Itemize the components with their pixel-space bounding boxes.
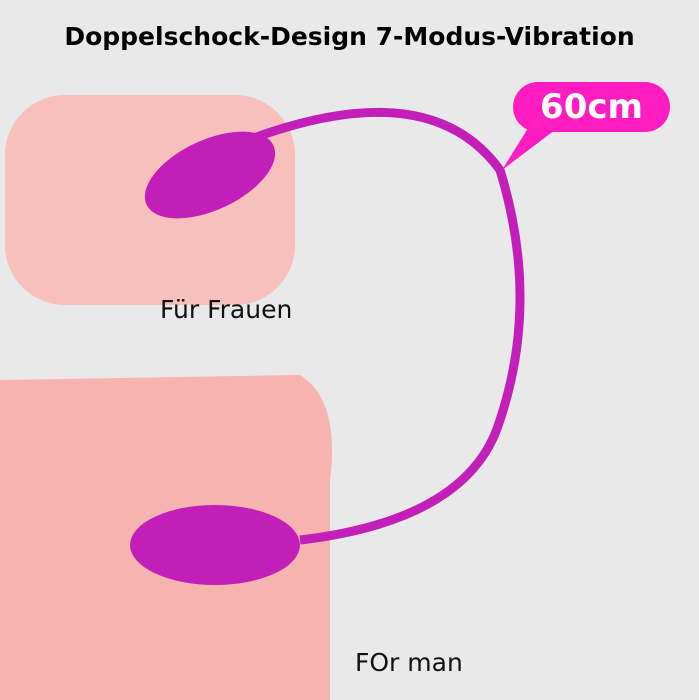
device-top <box>144 131 276 219</box>
cable <box>198 107 525 545</box>
length-badge: 60cm <box>513 82 670 132</box>
label-top: Für Frauen <box>160 295 293 324</box>
page-title: Doppelschock-Design 7-Modus-Vibration <box>64 22 635 51</box>
label-bottom: FOr man <box>355 648 463 677</box>
badge-pointer <box>502 125 555 170</box>
device-bottom <box>130 505 300 585</box>
